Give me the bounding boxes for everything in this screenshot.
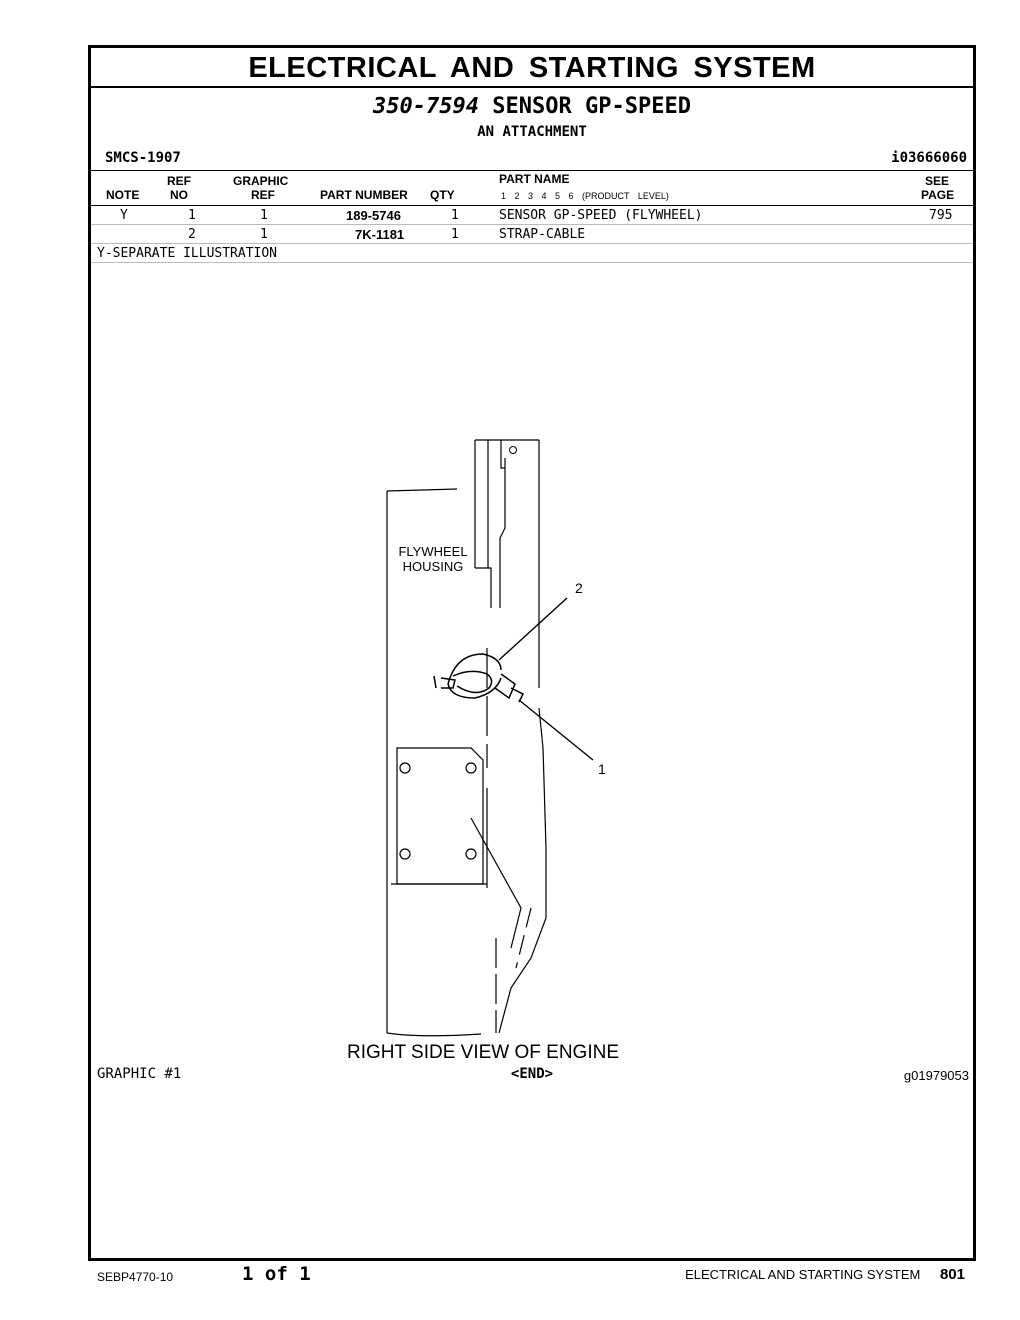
part-number: 7K-1181: [355, 227, 405, 242]
part-note: Y: [120, 208, 128, 223]
group-name: SENSOR GP-SPEED: [492, 94, 691, 119]
graphic-id: g01979053: [903, 1068, 969, 1083]
group-title: 350-7594 SENSOR GP-SPEED: [91, 94, 973, 119]
graphic-caption: RIGHT SIDE VIEW OF ENGINE: [347, 1042, 619, 1063]
part-graphic-ref: 1: [260, 208, 268, 223]
part-name: STRAP-CABLE: [499, 227, 586, 242]
part-graphic-ref: 1: [260, 227, 268, 242]
footer-page-number: 801: [939, 1266, 965, 1283]
col-qty: QTY: [430, 188, 455, 202]
part-name: SENSOR GP-SPEED (FLYWHEEL): [499, 208, 703, 223]
parts-table-header: REF GRAPHIC PART NAME SEE NOTE NO REF PA…: [91, 171, 973, 206]
col-product-levels: 1 2 3 4 5 6 (PRODUCT LEVEL): [501, 191, 669, 201]
col-graphic-top: GRAPHIC: [233, 174, 289, 188]
col-ref-bottom: NO: [170, 188, 188, 202]
callout-1: 1: [598, 761, 606, 777]
footer-page-of: 1 of 1: [242, 1263, 311, 1285]
speed-sensor-icon: [433, 653, 525, 703]
part-see-page: 795: [929, 208, 953, 223]
col-see-top: SEE: [925, 174, 950, 188]
col-see-bottom: PAGE: [921, 188, 955, 202]
part-row: 2 1 7K-1181 1 STRAP-CABLE: [91, 225, 973, 244]
end-mark: <END>: [510, 1066, 554, 1082]
engine-illustration: FLYWHEEL HOUSING 2 1 RIGHT SIDE VIEW OF …: [347, 439, 619, 1063]
group-subtitle: AN ATTACHMENT: [477, 124, 587, 140]
part-qty: 1: [451, 208, 459, 223]
footer-section-name: ELECTRICAL AND STARTING SYSTEM: [685, 1267, 921, 1282]
part-ref-no: 2: [188, 227, 196, 242]
col-part-name: PART NAME: [499, 172, 570, 186]
col-ref-top: REF: [167, 174, 191, 188]
col-graphic-bottom: REF: [251, 188, 275, 202]
col-part-number: PART NUMBER: [320, 188, 408, 202]
part-row: Y 1 1 189-5746 1 SENSOR GP-SPEED (FLYWHE…: [91, 206, 973, 225]
leader-lines: [498, 597, 594, 761]
footer-doc-id: SEBP4770-10: [97, 1270, 174, 1284]
leader-line-2: [498, 597, 568, 661]
part-ref-no: 1: [188, 208, 196, 223]
mounting-plate: [391, 747, 487, 885]
housing-label: FLYWHEEL: [398, 544, 467, 559]
housing-outline: [386, 439, 547, 1037]
group-header: 350-7594 SENSOR GP-SPEED AN ATTACHMENT S…: [91, 88, 973, 171]
leader-line-1: [518, 699, 594, 761]
note-row: Y-SEPARATE ILLUSTRATION: [91, 244, 973, 263]
part-qty: 1: [451, 227, 459, 242]
smcs-code: SMCS-1907: [105, 150, 181, 166]
col-note: NOTE: [106, 188, 140, 202]
footer-section: ELECTRICAL AND STARTING SYSTEM 801: [685, 1266, 965, 1283]
housing-label: HOUSING: [403, 559, 464, 574]
illustration-id: i03666060: [891, 150, 967, 166]
callout-2: 2: [575, 580, 583, 596]
small-hole-icon: [509, 446, 517, 454]
page-frame: ELECTRICAL AND STARTING SYSTEM 350-7594 …: [88, 45, 976, 1261]
part-number: 189-5746: [346, 208, 401, 223]
graphic-label: GRAPHIC #1: [97, 1066, 182, 1082]
section-title: ELECTRICAL AND STARTING SYSTEM: [91, 48, 973, 88]
group-number: 350-7594: [373, 94, 480, 119]
